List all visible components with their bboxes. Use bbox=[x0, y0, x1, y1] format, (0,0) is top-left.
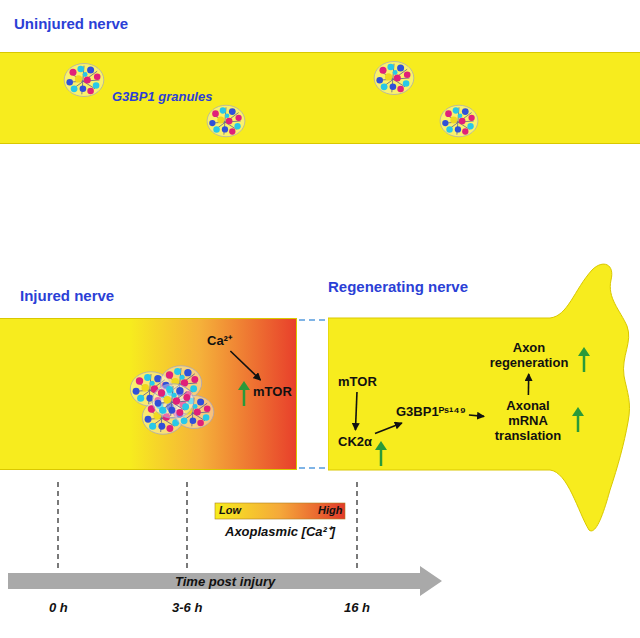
axis-title: Time post injury bbox=[175, 574, 275, 589]
scale-title: Axoplasmic [Ca²⁺] bbox=[225, 522, 335, 540]
arrow-connector bbox=[355, 392, 357, 430]
node-text: Ca²⁺ bbox=[207, 333, 232, 348]
growth-cone-outline bbox=[328, 264, 629, 531]
nerve-band: Regenerating nerve mTOR CK2α G3BP1ᴾˢ¹⁴⁹ Axon… bbox=[328, 250, 634, 550]
process-label: Axonal mRNA translation bbox=[488, 398, 568, 443]
panel-heading: Uninjured nerve bbox=[14, 15, 128, 32]
time-arrow bbox=[8, 566, 442, 596]
granule-label: G3BP1 granules bbox=[112, 89, 212, 104]
protein-label: G3BP1ᴾˢ¹⁴⁹ bbox=[396, 404, 466, 419]
time-label: 0 h bbox=[49, 600, 68, 615]
node-text: G3BP1ᴾˢ¹⁴⁹ bbox=[396, 404, 466, 419]
kinase-label: mTOR bbox=[253, 384, 292, 399]
node-text: mTOR bbox=[253, 384, 292, 399]
node-text: Axonal mRNA translation bbox=[488, 398, 568, 443]
granule-aggregate bbox=[130, 366, 213, 435]
arrow-connector bbox=[375, 423, 402, 434]
arrow-connector bbox=[528, 374, 530, 395]
time-ticks bbox=[58, 482, 357, 570]
node-text: CK2α bbox=[338, 434, 372, 449]
scale-low: Low bbox=[219, 504, 241, 516]
panel-heading: Injured nerve bbox=[20, 287, 114, 304]
arrow-connector bbox=[469, 415, 484, 416]
time-label: 16 h bbox=[344, 600, 370, 615]
node-text: mTOR bbox=[338, 374, 377, 389]
panel-heading: Regenerating nerve bbox=[328, 278, 468, 295]
kinase-label: CK2α bbox=[338, 434, 372, 449]
nerve-band: Uninjured nerveG3BP1 granules bbox=[0, 52, 640, 144]
node-text: Axon regeneration bbox=[482, 340, 576, 370]
gap-dashes bbox=[299, 320, 328, 468]
scale-high: High bbox=[318, 504, 342, 516]
time-label: 3-6 h bbox=[172, 600, 202, 615]
arrow-connector bbox=[230, 351, 260, 380]
increase-arrows bbox=[238, 347, 590, 466]
calcium-scale-bar bbox=[215, 503, 345, 519]
granules bbox=[64, 62, 478, 137]
ion-label: Ca²⁺ bbox=[207, 333, 232, 348]
process-label: Axon regeneration bbox=[482, 340, 576, 370]
growth-cone-shape bbox=[328, 250, 634, 550]
kinase-label: mTOR bbox=[338, 374, 377, 389]
